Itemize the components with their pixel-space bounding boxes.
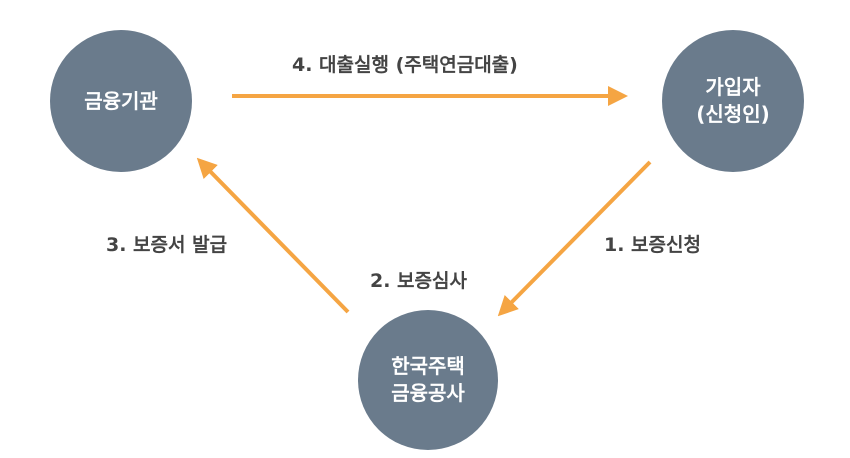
- node-housing-finance-corp-label-2: 금융공사: [391, 381, 465, 405]
- arrow-step3-guarantee-issuance: [196, 157, 350, 314]
- step1-label: 1. 보증신청: [604, 234, 701, 256]
- node-subscriber-sublabel: (신청인): [696, 102, 770, 126]
- node-financial-institution: 금융기관: [50, 30, 192, 172]
- node-subscriber-label: 가입자: [705, 75, 761, 99]
- step2-label: 2. 보증심사: [370, 270, 467, 292]
- arrow-step1-guarantee-application: [497, 160, 652, 317]
- step3-label: 3. 보증서 발급: [106, 234, 228, 256]
- step4-label: 4. 대출실행 (주택연금대출): [292, 54, 518, 76]
- node-housing-finance-corp: 한국주택 금융공사: [358, 310, 498, 450]
- node-financial-institution-label: 금융기관: [84, 88, 158, 113]
- node-housing-finance-corp-label-1: 한국주택: [391, 354, 465, 378]
- node-subscriber: 가입자 (신청인): [662, 30, 804, 172]
